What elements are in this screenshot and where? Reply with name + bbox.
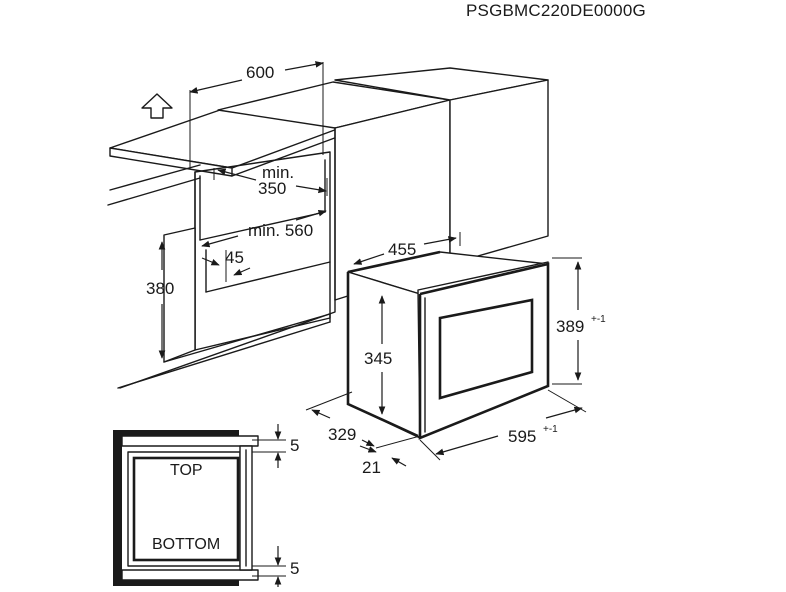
up-arrow-icon: [141, 93, 173, 119]
appliance-height-outer-dim: 389 +-1: [552, 257, 606, 385]
appliance-depth-top-label: 455: [388, 240, 416, 259]
appliance-width-dim: 595 +-1: [419, 389, 587, 461]
appliance-front-thickness-label: 21: [362, 458, 381, 477]
cabinet-min-depth-dim: min. 350: [213, 163, 328, 198]
appliance-depth-top-dim: 455: [353, 232, 461, 265]
cabinet-min-width-label: min. 560: [248, 221, 313, 240]
appliance-depth-dim: 329: [305, 391, 375, 447]
appliance-height-outer-tolerance: +-1: [591, 314, 606, 325]
section-gap-top-dim: 5: [252, 424, 299, 468]
cabinet-height-label: 380: [146, 279, 174, 298]
cabinet-offset-dim: 45: [201, 248, 251, 282]
appliance-height-inner-dim: 345: [364, 295, 392, 415]
section-gap-bottom-dim: 5: [252, 546, 299, 587]
section-top-label: TOP: [170, 462, 203, 479]
cabinet-drawing: [107, 67, 549, 389]
cabinet-min-width-dim: min. 560: [201, 209, 327, 248]
appliance-front-thickness-dim: 21: [359, 435, 421, 477]
cabinet-offset-label: 45: [225, 248, 244, 267]
section-gap-bottom-label: 5: [290, 559, 299, 578]
cabinet-min-depth-value: 350: [258, 179, 286, 198]
cabinet-height-dim: 380: [146, 241, 174, 359]
model-code: PSGBMC220DE0000G: [466, 1, 646, 20]
appliance-height-outer-label: 389: [556, 317, 584, 336]
section-drawing: TOP BOTTOM: [113, 430, 259, 586]
cabinet-min-depth-prefix: min.: [262, 163, 294, 182]
appliance-depth-label: 329: [328, 425, 356, 444]
appliance-width-label: 595: [508, 427, 536, 446]
cabinet-width-dim: 600: [189, 61, 324, 168]
appliance-drawing: [346, 250, 550, 440]
appliance-height-inner-label: 345: [364, 349, 392, 368]
cabinet-width-label: 600: [246, 63, 274, 82]
section-gap-top-label: 5: [290, 436, 299, 455]
section-bottom-label: BOTTOM: [152, 536, 220, 553]
appliance-width-tolerance: +-1: [543, 424, 558, 435]
